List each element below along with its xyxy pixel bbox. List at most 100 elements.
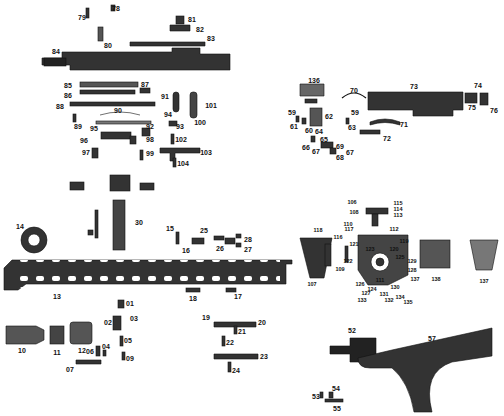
callout-number: 27 bbox=[243, 246, 253, 253]
callout-number: 53 bbox=[311, 393, 321, 400]
callout-number: 95 bbox=[89, 125, 99, 132]
callout-number: 23 bbox=[259, 353, 269, 360]
callout-number: 14 bbox=[15, 223, 25, 230]
callout-number: 65 bbox=[319, 136, 329, 143]
callout-number: 60 bbox=[304, 127, 314, 134]
callout-number: 11 bbox=[52, 349, 61, 356]
callout-number: 26 bbox=[215, 245, 225, 252]
callout-number: 61 bbox=[289, 123, 299, 130]
callout-number: 81 bbox=[187, 16, 197, 23]
callout-number: 138 bbox=[430, 277, 441, 283]
callout-number: 108 bbox=[348, 210, 359, 216]
callout-number: 107 bbox=[306, 282, 317, 288]
callout-number: 68 bbox=[335, 154, 345, 161]
callout-number: 102 bbox=[174, 136, 188, 143]
callout-number: 119 bbox=[399, 239, 410, 245]
callout-number: 76 bbox=[489, 107, 499, 114]
callout-number: 136 bbox=[307, 77, 321, 84]
callout-number: 24 bbox=[231, 367, 241, 374]
callout-number: 98 bbox=[145, 136, 155, 143]
callout-number: 69 bbox=[335, 143, 345, 150]
callout-number: 73 bbox=[409, 83, 419, 90]
callout-number: 94 bbox=[163, 111, 173, 118]
callout-number: 71 bbox=[399, 121, 409, 128]
callout-number: 91 bbox=[160, 93, 170, 100]
callout-number: 59 bbox=[350, 109, 360, 116]
callout-number: 116 bbox=[333, 235, 344, 241]
callout-number: 01 bbox=[125, 300, 135, 307]
callout-number: 112 bbox=[389, 227, 400, 233]
callout-number: 63 bbox=[347, 124, 357, 131]
callout-number: 133 bbox=[356, 298, 367, 304]
callout-number: 120 bbox=[388, 247, 399, 253]
callout-number: 85 bbox=[63, 82, 73, 89]
callout-number: 54 bbox=[331, 385, 341, 392]
callout-number: 130 bbox=[389, 285, 400, 291]
callout-number: 06 bbox=[85, 348, 95, 355]
callout-number: 16 bbox=[181, 247, 191, 254]
callout-number: 88 bbox=[55, 103, 65, 110]
callout-number: 96 bbox=[79, 137, 89, 144]
callout-number: 20 bbox=[257, 319, 267, 326]
callout-number: 101 bbox=[204, 102, 218, 109]
callout-number: 79 bbox=[77, 14, 87, 21]
callout-number: 111 bbox=[375, 278, 386, 284]
callout-number: 135 bbox=[402, 300, 413, 306]
callout-number: 117 bbox=[344, 227, 355, 233]
callout-number: 137 bbox=[478, 279, 489, 285]
callout-number: 90 bbox=[113, 107, 123, 114]
callout-number: 99 bbox=[145, 150, 155, 157]
callout-number: 115 bbox=[393, 201, 404, 207]
callout-number: 07 bbox=[65, 366, 75, 373]
callout-number: 10 bbox=[17, 347, 27, 354]
callout-number: 64 bbox=[314, 128, 324, 135]
callout-number: 70 bbox=[349, 87, 359, 94]
callout-number: 113 bbox=[393, 213, 404, 219]
callout-number: 72 bbox=[382, 135, 392, 142]
callout-number: 62 bbox=[324, 113, 334, 120]
callout-number: 84 bbox=[51, 48, 61, 55]
callout-number: 74 bbox=[473, 82, 483, 89]
callout-number: 93 bbox=[175, 123, 185, 130]
callout-number: 66 bbox=[301, 144, 311, 151]
callout-number: 55 bbox=[332, 405, 342, 412]
callout-number: 30 bbox=[134, 219, 144, 226]
callout-number: 114 bbox=[393, 207, 404, 213]
callout-number: 103 bbox=[199, 149, 213, 156]
callout-number: 52 bbox=[347, 327, 357, 334]
callout-number: 132 bbox=[383, 298, 394, 304]
callout-number: 125 bbox=[394, 255, 405, 261]
callout-number: 18 bbox=[188, 295, 198, 302]
callout-number: 05 bbox=[123, 337, 133, 344]
callout-number: 92 bbox=[145, 123, 155, 130]
callout-number: 12 bbox=[77, 347, 87, 354]
callout-number: 57 bbox=[427, 335, 437, 342]
callout-number: 15 bbox=[165, 225, 175, 232]
callout-number: 126 bbox=[354, 282, 365, 288]
callout-number: 67 bbox=[345, 149, 355, 156]
callout-number: 106 bbox=[346, 200, 357, 206]
callout-number: 137 bbox=[409, 277, 420, 283]
callout-number: 21 bbox=[237, 328, 247, 335]
callout-number: 59 bbox=[287, 109, 297, 116]
callout-number: 97 bbox=[81, 149, 91, 156]
callout-number: 19 bbox=[201, 314, 211, 321]
callout-number: 109 bbox=[334, 267, 345, 273]
callout-number: 87 bbox=[140, 81, 150, 88]
callout-number: 28 bbox=[243, 236, 253, 243]
callout-number: 13 bbox=[52, 293, 62, 300]
callout-number: 100 bbox=[193, 119, 207, 126]
callout-number: 122 bbox=[342, 259, 353, 265]
callout-number: 104 bbox=[176, 160, 190, 167]
callout-number: 09 bbox=[125, 355, 135, 362]
callout-number: 121 bbox=[348, 242, 359, 248]
callout-number: 83 bbox=[206, 35, 216, 42]
callout-number: 89 bbox=[73, 123, 83, 130]
callout-number: 123 bbox=[364, 247, 375, 253]
callout-number: 17 bbox=[233, 293, 243, 300]
callout-number: 03 bbox=[129, 315, 139, 322]
callout-number: 25 bbox=[199, 227, 209, 234]
callout-number: 67 bbox=[311, 148, 321, 155]
